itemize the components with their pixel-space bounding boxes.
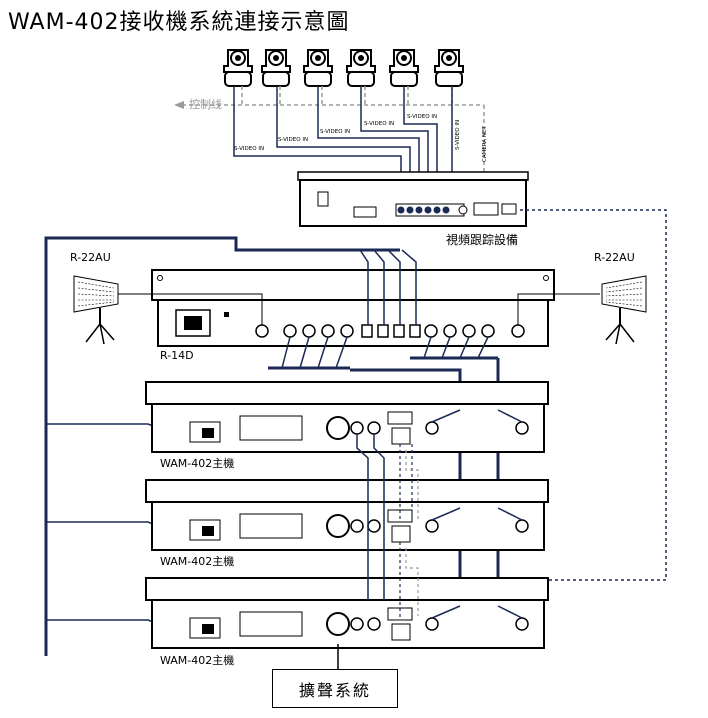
ptz-camera-icon [303,49,333,87]
antenna-cables [110,293,600,325]
host-units [145,381,549,649]
svideo-label: S-VIDEO IN [278,137,309,143]
ptz-camera-icon [346,49,376,87]
camera-row [223,49,464,87]
gray-dashed-links [405,450,419,616]
svideo-label: S-VIDEO IN [234,146,265,152]
host-dashed-links [399,444,413,618]
antenna-right-icon [601,275,647,345]
ptz-camera-icon [434,49,464,87]
antenna-left-icon [73,275,119,345]
host-label: WAM-402主機 [160,654,235,667]
r14d-distributor [151,269,555,347]
control-line-label: 控制线 [189,98,222,111]
main-blue-cable [44,236,400,656]
distributor-top-cables [359,249,417,325]
ptz-camera-icon [261,49,291,87]
video-tracking-device [297,171,529,227]
camera-net-label: CAMERA NET [482,126,488,162]
antenna-right-label: R-22AU [594,251,635,264]
amplifier-system-box: 擴聲系統 [272,669,398,708]
svideo-label: S-VIDEO IN [320,129,351,135]
ptz-camera-icon [223,49,253,87]
antenna-left-label: R-22AU [70,251,111,264]
tracker-label: 視頻跟踪設備 [446,233,519,247]
svideo-label: S-VIDEO IN [407,114,438,120]
control-link [403,209,667,600]
svideo-label: S-VIDEO IN [364,121,395,127]
distributor-label: R-14D [160,349,194,362]
ptz-camera-icon [389,49,419,87]
host-label: WAM-402主機 [160,457,235,470]
diagram-title: WAM-402接收機系統連接示意圖 [8,10,350,35]
svideo-label: S-VIDEO IN [455,119,461,150]
arrow-left-icon [174,101,184,109]
host-label: WAM-402主機 [160,555,235,568]
host-interconnect [356,409,523,619]
